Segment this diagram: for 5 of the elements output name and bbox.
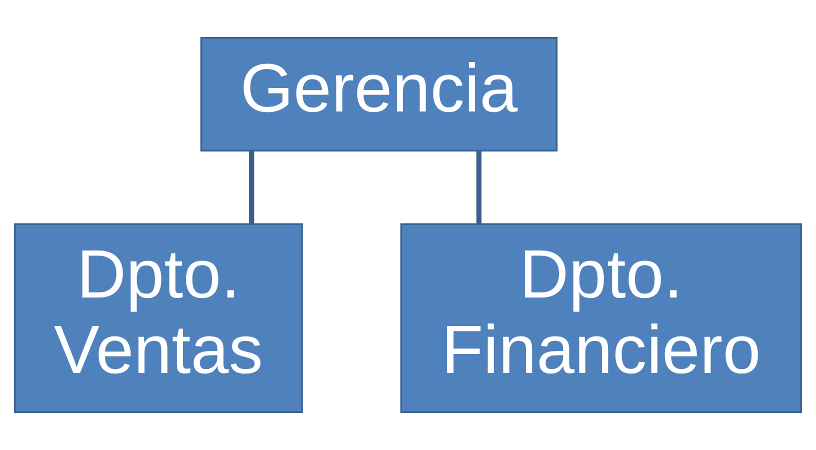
node-box: Dpto. Financiero bbox=[400, 223, 802, 414]
connector bbox=[476, 150, 482, 224]
node-box: Gerencia bbox=[200, 36, 558, 152]
connector bbox=[249, 150, 254, 224]
node-box: Dpto. Ventas bbox=[14, 223, 303, 414]
